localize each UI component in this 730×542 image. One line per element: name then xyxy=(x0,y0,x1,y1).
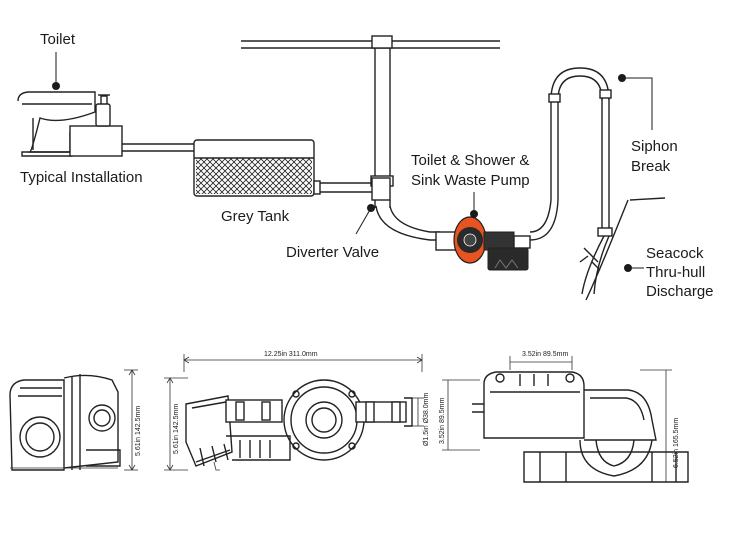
pump-top-view xyxy=(442,356,689,483)
tank-outlet-pipe xyxy=(314,182,372,193)
toilet-pipe xyxy=(122,143,194,152)
pump-label-line1: Toilet & Shower & xyxy=(411,152,529,169)
grey-tank-drawing xyxy=(193,139,315,197)
seacock-label-line2: Thru-hull xyxy=(646,264,705,281)
typical-installation-label: Typical Installation xyxy=(20,169,143,186)
top-height-dim: 6.52in 165.5mm xyxy=(673,418,680,468)
side-height-dim: 5.61in 142.5mm xyxy=(135,406,142,456)
seacock-label-line3: Discharge xyxy=(646,283,714,300)
pump-drawing xyxy=(435,216,531,271)
diverter-valve-label: Diverter Valve xyxy=(286,244,379,261)
pump-front-view xyxy=(164,354,424,471)
deck-line xyxy=(241,40,500,49)
siphon-label-line2: Break xyxy=(631,158,671,175)
toilet-drawing xyxy=(17,91,123,157)
front-port-dim: Ø1.5in Ø38.0mm xyxy=(423,393,430,446)
top-width-dim: 3.52in 89.5mm xyxy=(522,351,568,358)
typical-installation-drawing xyxy=(17,35,666,301)
pump-label-line2: Sink Waste Pump xyxy=(411,172,530,189)
grey-tank-label: Grey Tank xyxy=(221,208,290,225)
seacock-label-line1: Seacock xyxy=(646,245,704,262)
diverter-valve-drawing xyxy=(371,177,391,208)
front-height-dim: 5.61in 142.5mm xyxy=(173,404,180,454)
top-depth-dim: 3.52in 89.5mm xyxy=(439,398,446,444)
toilet-label: Toilet xyxy=(40,31,76,48)
siphon-label-line1: Siphon xyxy=(631,138,678,155)
pump-side-view xyxy=(9,369,138,471)
front-length-dim: 12.25in 311.0mm xyxy=(264,351,318,358)
